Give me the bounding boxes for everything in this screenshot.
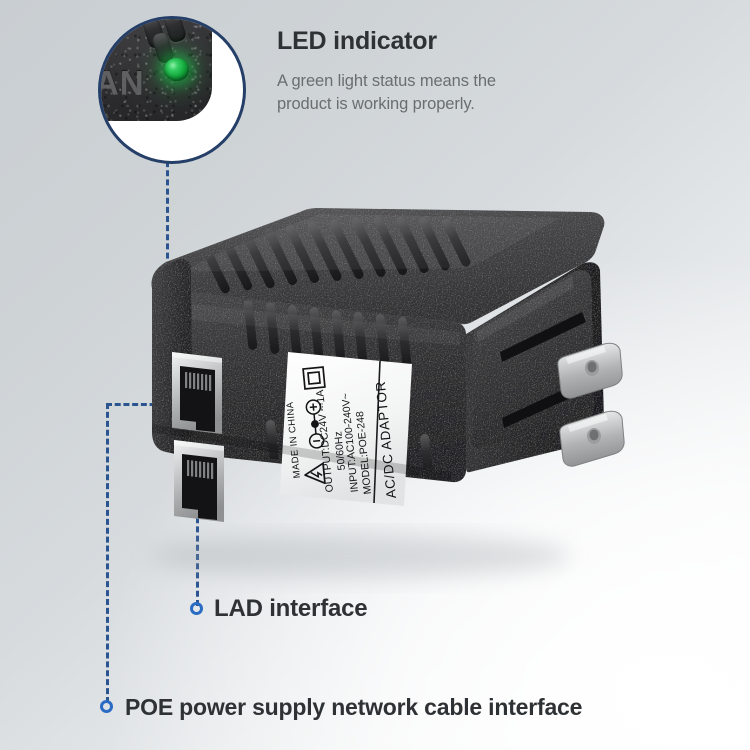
callout-body-line-1: A green light status means the [277, 72, 496, 90]
green-led-indicator [164, 57, 190, 82]
callout-body-led-indicator: A green light status means the product i… [277, 70, 567, 117]
callout-body-line-2: product is working properly. [277, 95, 475, 114]
callout-title-led-indicator: LED indicator [277, 27, 437, 55]
led-zoom-photo: AN [98, 19, 212, 122]
marker-poe-interface [100, 700, 113, 713]
led-zoom-inset: AN [98, 16, 246, 164]
svg-text:50/60Hz: 50/60Hz [332, 431, 348, 471]
callout-title-lad-interface: LAD interface [214, 595, 368, 622]
callout-title-poe-interface: POE power supply network cable interface [125, 694, 583, 720]
marker-lad-interface [190, 602, 203, 615]
lan-port-silkscreen: AN [98, 64, 145, 102]
